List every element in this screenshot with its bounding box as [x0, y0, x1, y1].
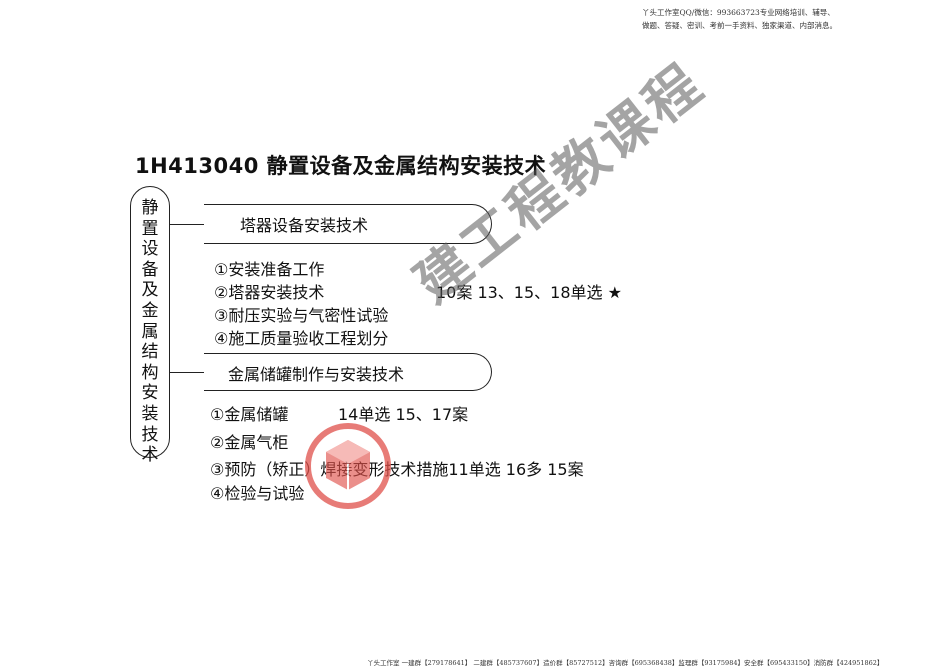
section-label-tower: 塔器设备安装技术: [240, 216, 369, 235]
vertical-label-box: [130, 186, 170, 458]
exam-note-tower: 10案 13、15、18单选 ★: [436, 283, 622, 302]
page-title: 1H413040 静置设备及金属结构安装技术: [135, 154, 547, 178]
connector-line-2: [170, 372, 204, 373]
vertical-label: 静置设备及金属结构安装技术: [141, 198, 159, 466]
list-item: ④检验与试验: [210, 484, 305, 503]
connector-line-1: [170, 224, 204, 225]
header-note-line2: 做题、答疑、密训、考前一手资料、独家渠道、内部消息。: [642, 21, 837, 30]
section-box-tower: [204, 204, 492, 244]
list-item: ④施工质量验收工程划分: [214, 329, 389, 348]
header-note-line1: 丫头工作室QQ/微信：993663723专业网络培训、辅导、: [642, 8, 835, 17]
list-item: ②塔器安装技术: [214, 283, 325, 302]
list-item: ③耐压实验与气密性试验: [214, 306, 389, 325]
footer-note: 丫头工作室 一建群【279178641】 二建群【485737607】造价群【8…: [367, 659, 884, 667]
watermark-logo-icon: [305, 423, 391, 509]
list-item: ③预防（矫正）焊接变形技术措施11单选 16多 15案: [210, 460, 584, 479]
list-item: ②金属气柜: [210, 433, 289, 452]
section-box-tank: [204, 353, 492, 391]
header-note: 丫头工作室QQ/微信：993663723专业网络培训、辅导、 做题、答疑、密训、…: [642, 6, 902, 32]
exam-note-tank: 14单选 15、17案: [338, 405, 469, 424]
section-label-tank: 金属储罐制作与安装技术: [228, 365, 405, 384]
list-item: ①金属储罐: [210, 405, 289, 424]
list-item: ①安装准备工作: [214, 260, 325, 279]
